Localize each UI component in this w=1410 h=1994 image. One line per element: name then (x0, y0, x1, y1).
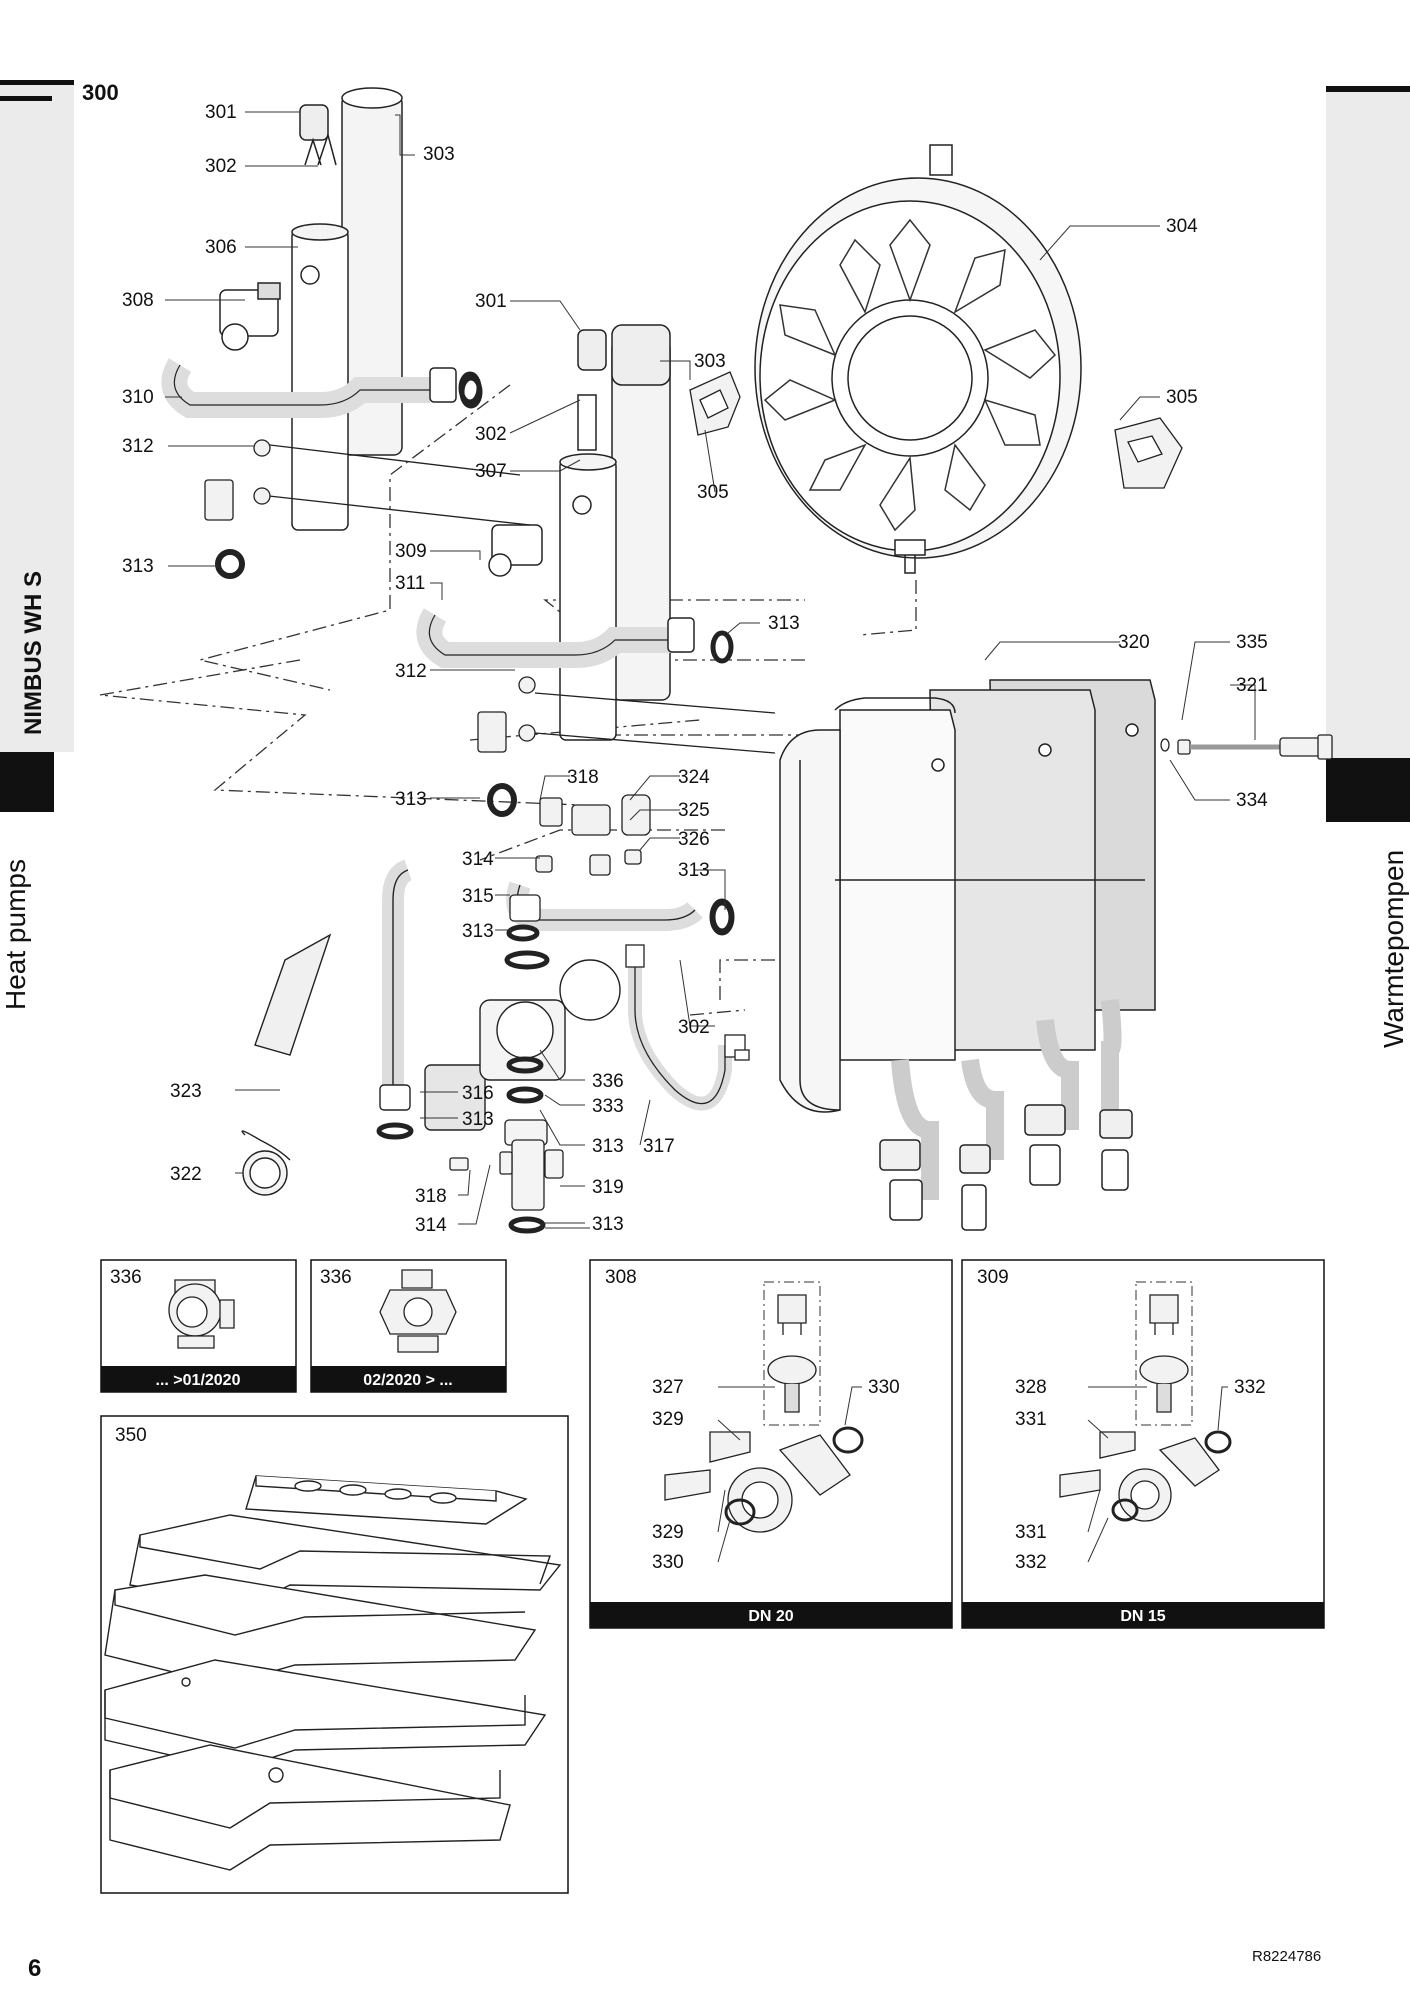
inset-dn15-label-5: 332 (1015, 1552, 1047, 1573)
left-tab-model: NIMBUS WH S (20, 571, 47, 735)
plate-heat-exchanger (779, 679, 1156, 1231)
callout-314-b: 314 (415, 1215, 447, 1236)
callout-310: 310 (122, 387, 154, 408)
pump-assembly (376, 859, 621, 1140)
left-tab-category: Heat pumps (0, 859, 31, 1010)
callout-317: 317 (643, 1136, 675, 1157)
inset-dn20-caption: DN 20 (748, 1608, 793, 1625)
inset-dn20-label-1: 327 (652, 1377, 684, 1398)
small-parts (204, 375, 776, 934)
callout-314: 314 (462, 849, 494, 870)
callout-333: 333 (592, 1096, 624, 1117)
callout-305-b: 305 (697, 482, 729, 503)
callout-301: 301 (205, 102, 237, 123)
callout-313-f: 313 (462, 1109, 494, 1130)
callout-302-c: 302 (678, 1017, 710, 1038)
callout-303: 303 (423, 144, 455, 165)
callout-324: 324 (678, 767, 710, 788)
inset-dn20-label-3: 329 (652, 1409, 684, 1430)
callout-334: 334 (1236, 790, 1268, 811)
inset-dn15-label-1: 328 (1015, 1377, 1047, 1398)
inset-dn15-id: 309 (977, 1267, 1009, 1288)
callout-312: 312 (122, 436, 154, 457)
clip-305-left (689, 371, 741, 436)
inset-dn15-label-4: 331 (1015, 1522, 1047, 1543)
callout-302: 302 (205, 156, 237, 177)
callout-304: 304 (1166, 216, 1198, 237)
callout-319: 319 (592, 1177, 624, 1198)
expansion-vessel (754, 144, 1082, 574)
callout-326: 326 (678, 829, 710, 850)
callout-309: 309 (395, 541, 427, 562)
inset-valve-dn20: 308 327 330 329 329 330 DN 20 (589, 1259, 953, 1629)
callout-335: 335 (1236, 632, 1268, 653)
inset-dn20-label-5: 330 (652, 1552, 684, 1573)
right-tab (1326, 86, 1410, 822)
callout-313-e: 313 (462, 921, 494, 942)
pipe-manifold (506, 881, 735, 942)
inset-dn20-label-4: 329 (652, 1522, 684, 1543)
callout-322: 322 (170, 1164, 202, 1185)
callout-320: 320 (1118, 632, 1150, 653)
gauge-and-clip (241, 933, 332, 1196)
callout-313-c: 313 (395, 789, 427, 810)
callout-306: 306 (205, 237, 237, 258)
clip-305-right (1114, 417, 1183, 489)
inset-dn15-caption: DN 15 (1120, 1608, 1165, 1625)
callout-321: 321 (1236, 675, 1268, 696)
temperature-sensor (1160, 734, 1333, 760)
callout-308: 308 (122, 290, 154, 311)
callout-303-b: 303 (694, 351, 726, 372)
inset-insulation-id: 350 (115, 1425, 147, 1446)
inset-pump-new-caption: 02/2020 > ... (363, 1372, 452, 1389)
inset-pump-new: 336 02/2020 > ... (310, 1259, 507, 1393)
inset-pump-new-id: 336 (320, 1267, 352, 1288)
callout-316: 316 (462, 1083, 494, 1104)
hydraulic-column-middle (416, 324, 734, 741)
left-tab (0, 80, 74, 812)
leader-lines (165, 111, 1256, 1229)
inset-pump-old-caption: ... >01/2020 (156, 1372, 241, 1389)
inset-dn20-label-2: 330 (868, 1377, 900, 1398)
callout-315: 315 (462, 886, 494, 907)
inset-pump-old: 336 ... >01/2020 (100, 1259, 297, 1393)
callout-313-d: 313 (678, 860, 710, 881)
callout-labels: 301 302 303 304 305 306 308 301 303 310 … (122, 102, 1268, 1236)
inset-insulation: 350 (100, 1415, 569, 1894)
flex-hose (625, 944, 750, 1111)
inset-dn15-label-3: 331 (1015, 1409, 1047, 1430)
callout-325: 325 (678, 800, 710, 821)
callout-301-b: 301 (475, 291, 507, 312)
callout-305: 305 (1166, 387, 1198, 408)
callout-313: 313 (122, 556, 154, 577)
callout-307: 307 (475, 461, 507, 482)
callout-313-g: 313 (592, 1136, 624, 1157)
callout-318-b: 318 (415, 1186, 447, 1207)
callout-312-b: 312 (395, 661, 427, 682)
callout-323: 323 (170, 1081, 202, 1102)
inset-dn15-label-2: 332 (1234, 1377, 1266, 1398)
right-tab-category: Warmtepompen (1378, 849, 1409, 1048)
callout-313-b: 313 (768, 613, 800, 634)
valve-body (449, 1056, 564, 1234)
inset-valve-dn15: 309 328 332 331 331 332 DN 15 (961, 1259, 1325, 1629)
callout-318: 318 (567, 767, 599, 788)
page-number: 6 (28, 1955, 42, 1982)
callout-311: 311 (395, 573, 425, 594)
callout-313-h: 313 (592, 1214, 624, 1235)
section-number: 300 (82, 80, 119, 105)
hydraulic-column-left (161, 87, 482, 531)
doc-code: R8224786 (1252, 1948, 1322, 1965)
callout-336: 336 (592, 1071, 624, 1092)
inset-pump-old-id: 336 (110, 1267, 142, 1288)
inset-dn20-id: 308 (605, 1267, 637, 1288)
callout-302-b: 302 (475, 424, 507, 445)
